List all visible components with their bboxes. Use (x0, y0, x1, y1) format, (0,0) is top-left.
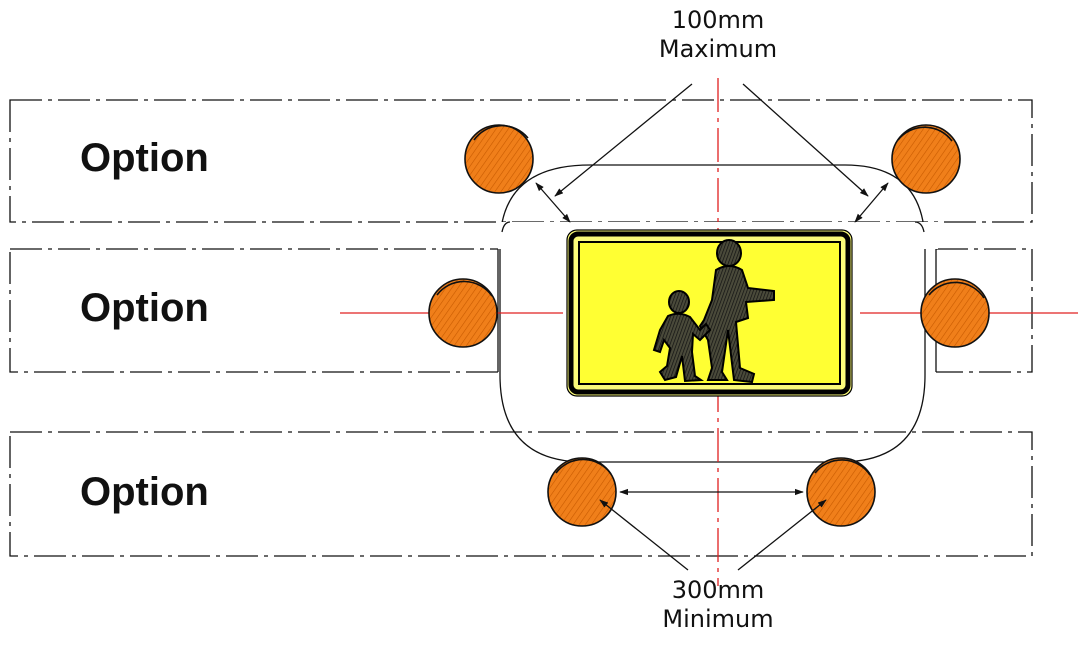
dimension-top-value: 100mm (671, 6, 765, 34)
lamp-mid-left (428, 278, 498, 348)
option-box-2 (9, 248, 1033, 373)
flashing-amber-lamp-icon (920, 278, 990, 348)
child-figure-icon (652, 290, 712, 383)
flashing-amber-lamp-icon (547, 457, 617, 527)
dimension-bottom-value: 300mm (671, 576, 765, 604)
lamp-mid-right (920, 278, 990, 348)
flashing-amber-lamp-icon (806, 457, 876, 527)
lamp-bottom-left (547, 457, 617, 527)
dimension-top-label: 100mm Maximum (638, 6, 798, 64)
dimension-bottom-qualifier: Minimum (662, 605, 774, 633)
adult-figure-icon (698, 239, 775, 384)
flashing-amber-lamp-icon (891, 124, 961, 194)
flashing-amber-lamp-icon (428, 278, 498, 348)
option-label-3: Option (80, 470, 209, 514)
children-crossing-sign-icon (566, 229, 853, 397)
lamp-top-right (891, 124, 961, 194)
dimension-100mm-left (535, 83, 693, 223)
dimension-300mm (599, 488, 827, 571)
option-box-1 (9, 99, 1033, 223)
lamp-top-left (464, 124, 534, 194)
option-box-3 (9, 431, 1033, 557)
dimension-bottom-label: 300mm Minimum (638, 576, 798, 634)
flashing-amber-lamp-icon (464, 124, 534, 194)
dimension-100mm-right (742, 83, 889, 223)
lamp-bottom-right (806, 457, 876, 527)
option-label-1: Option (80, 136, 209, 180)
option-label-2: Option (80, 286, 209, 330)
dimension-top-qualifier: Maximum (658, 35, 778, 63)
